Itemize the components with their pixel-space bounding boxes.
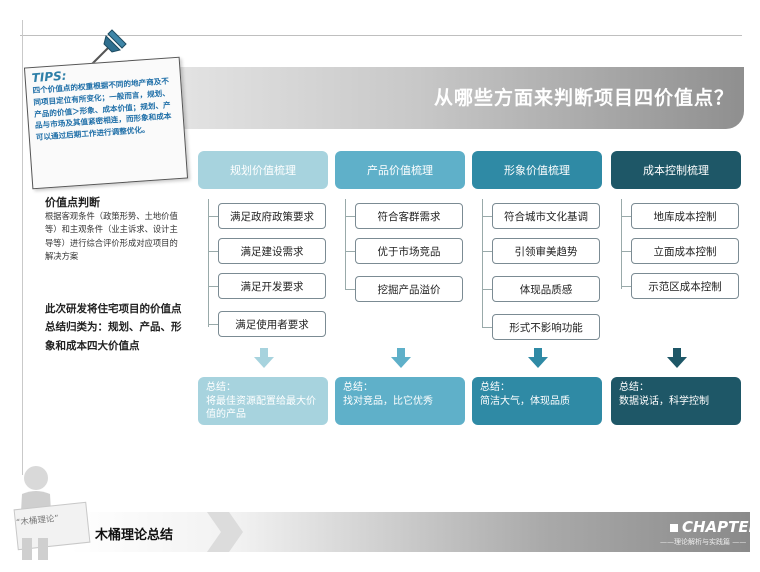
column-item: 立面成本控制 — [621, 238, 739, 264]
column-item: 优于市场竞品 — [345, 238, 463, 264]
column-connector — [621, 199, 622, 289]
chapter-label: CHAPTER2 — [670, 513, 760, 537]
column-item: 体现品质感 — [482, 276, 600, 302]
column-summary: 总结： 找对竞品，比它优秀 — [335, 377, 465, 425]
chapter-subtitle: ——理论解析与实践篇 —— — [660, 538, 747, 546]
footer-title: 木桶理论总结 — [95, 528, 174, 543]
value-judgement-body: 根据客观条件（政策形势、土地价值等）和主观条件（业主诉求、设计主导等）进行综合评… — [45, 211, 178, 261]
tips-text: 四个价值点的权重根据不同的地产商及不同项目定位有所变化；一般而言，规划、产品的价… — [32, 76, 172, 142]
value-judgement-heading: 价值点判断 — [45, 196, 100, 209]
column-image: 形象价值梳理 符合城市文化基调 引领审美趋势 体现品质感 形式不影响功能 总结：… — [472, 151, 602, 437]
column-item: 挖掘产品溢价 — [345, 276, 463, 302]
column-item: 符合城市文化基调 — [482, 203, 600, 229]
column-item: 满足开发要求 — [208, 273, 326, 299]
title-banner: 从哪些方面来判断项目四价值点？ — [150, 67, 744, 129]
column-item: 引领审美趋势 — [482, 238, 600, 264]
column-connector — [345, 199, 346, 289]
column-connector — [482, 199, 483, 327]
column-item: 满足使用者要求 — [208, 311, 326, 337]
column-planning: 规划价值梳理 满足政府政策要求 满足建设需求 满足开发要求 满足使用者要求 总结… — [198, 151, 328, 437]
down-arrow-icon — [391, 348, 411, 368]
column-head: 形象价值梳理 — [472, 151, 602, 189]
down-arrow-icon — [528, 348, 548, 368]
column-head: 产品价值梳理 — [335, 151, 465, 189]
pushpin-icon — [91, 29, 127, 65]
column-item: 示范区成本控制 — [621, 273, 739, 299]
column-item: 地库成本控制 — [621, 203, 739, 229]
column-connector — [208, 199, 209, 327]
left-rule — [22, 20, 23, 475]
column-item: 满足政府政策要求 — [208, 203, 326, 229]
chevron-right-icon — [207, 512, 243, 552]
down-arrow-icon — [254, 348, 274, 368]
column-summary: 总结： 简洁大气，体现品质 — [472, 377, 602, 425]
column-summary: 总结： 数据说话，科学控制 — [611, 377, 741, 425]
column-item: 形式不影响功能 — [482, 314, 600, 340]
page-title: 从哪些方面来判断项目四价值点？ — [433, 87, 734, 109]
down-arrow-icon — [667, 348, 687, 368]
column-head: 成本控制梳理 — [611, 151, 741, 189]
square-icon — [670, 523, 678, 532]
column-head: 规划价值梳理 — [198, 151, 328, 189]
footer-bar — [70, 512, 750, 552]
column-product: 产品价值梳理 符合客群需求 优于市场竞品 挖掘产品溢价 总结： 找对竞品，比它优… — [335, 151, 465, 437]
column-cost: 成本控制梳理 地库成本控制 立面成本控制 示范区成本控制 总结： 数据说话，科学… — [611, 151, 741, 437]
value-summary-text: 此次研发将住宅项目的价值点总结归类为：规划、产品、形象和成本四大价值点 — [45, 303, 182, 352]
column-item: 满足建设需求 — [208, 238, 326, 264]
chapter-text: CHAPTER — [682, 518, 760, 536]
column-summary: 总结： 将最佳资源配置给最大价值的产品 — [198, 377, 328, 425]
tips-note: TIPS: 四个价值点的权重根据不同的地产商及不同项目定位有所变化；一般而言，规… — [23, 56, 189, 190]
column-item: 符合客群需求 — [345, 203, 463, 229]
top-rule — [20, 35, 742, 36]
person-holding-sign-icon — [13, 466, 91, 560]
